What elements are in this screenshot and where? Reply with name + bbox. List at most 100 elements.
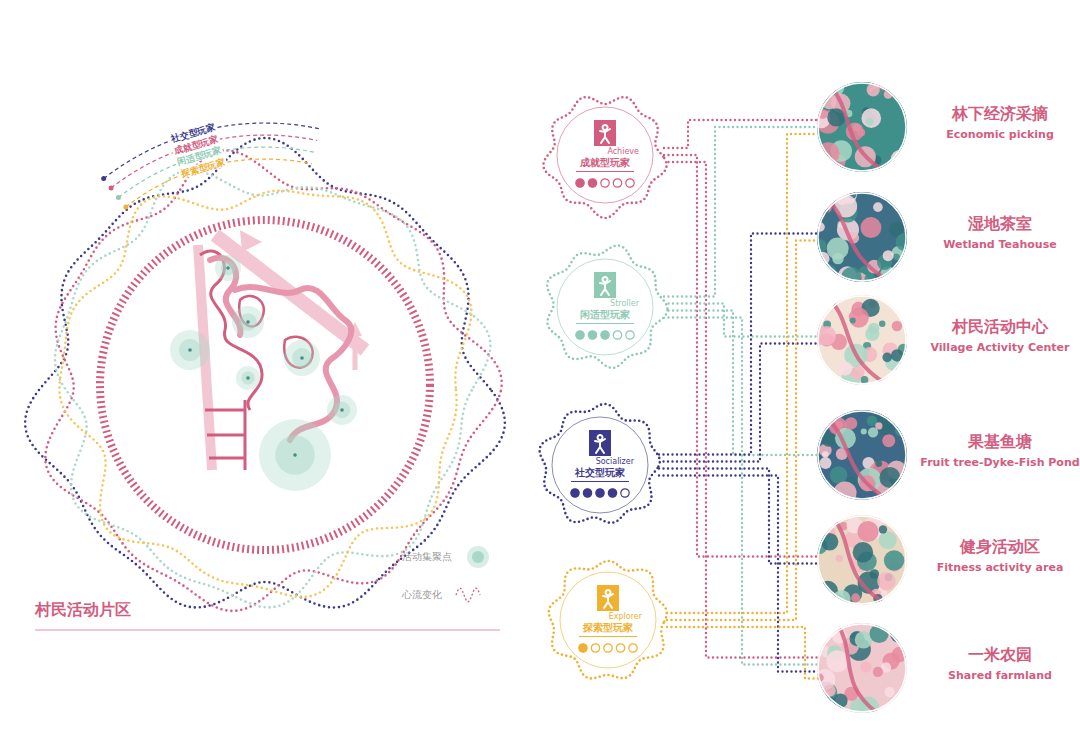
tree-blob (817, 142, 839, 164)
tree-blob (827, 238, 849, 260)
dotted-connector (664, 127, 817, 297)
activity-halo (259, 419, 331, 491)
site-name: 村民活动中心 (905, 315, 1080, 339)
legend-swatch (464, 545, 492, 569)
tree-blob (850, 318, 856, 324)
tree-blob (817, 87, 829, 106)
icon-ground (594, 120, 616, 146)
dotted-connector (664, 155, 817, 557)
player-outline (540, 404, 660, 523)
site-path (837, 623, 878, 713)
activity-dot (246, 320, 250, 324)
dotted-connector (659, 344, 817, 462)
dotted-connector (664, 304, 817, 337)
site-node: 湿地茶室Wetland Teahouse (817, 192, 907, 282)
activity-halo (241, 371, 254, 384)
activity-halo (170, 330, 210, 370)
activity-halo (239, 313, 257, 331)
level-dot (613, 331, 621, 339)
dotted-connector (659, 469, 817, 564)
player-english: Achieve (607, 147, 639, 156)
player-english: Socializer (596, 457, 634, 466)
tree-blob (896, 695, 907, 709)
activity-dot (300, 356, 304, 360)
site-english: Fitness activity area (905, 559, 1080, 577)
player-outline (547, 246, 667, 368)
tree-blob (894, 515, 907, 533)
level-dot (576, 179, 584, 187)
swatch-halo (467, 546, 489, 568)
icon-ground (589, 430, 611, 456)
tree-blob (851, 593, 860, 602)
activity-halo (236, 366, 260, 390)
site-illustration (817, 192, 907, 282)
level-dot (588, 331, 596, 339)
dotted-connector (664, 318, 817, 665)
tree-blob (873, 667, 883, 677)
level-dot (601, 331, 609, 339)
ring-label-arcs (101, 123, 319, 209)
site-illustration (817, 410, 907, 500)
site-path (827, 82, 886, 172)
player-outline (543, 97, 666, 218)
player-outline (549, 561, 667, 678)
level-dot (588, 179, 596, 187)
site-rim (818, 296, 906, 384)
tree-blob (879, 525, 887, 533)
activity-halo (215, 255, 241, 281)
level-dots (573, 328, 637, 342)
site-boundary (100, 220, 430, 550)
player-name: 成就型玩家 (576, 156, 634, 172)
icon-ground (594, 272, 616, 298)
site-english: Shared farmland (905, 667, 1080, 685)
site-image (817, 515, 907, 605)
player-type-node: Explorer探索型玩家 (544, 556, 672, 684)
site-english: Wetland Teahouse (905, 236, 1080, 254)
swatch-core (472, 551, 484, 563)
player-icon (597, 585, 619, 611)
tree-blob (883, 250, 894, 261)
legend-row: 心流变化 (402, 583, 482, 607)
level-dots (573, 176, 637, 190)
site-english: Village Activity Center (905, 339, 1080, 357)
level-dot (583, 489, 591, 497)
dotted-connector (667, 134, 818, 613)
activity-halo (327, 395, 357, 425)
level-dot (576, 331, 584, 339)
tree-blob (897, 623, 907, 630)
site-image (817, 192, 907, 282)
site-node: 健身活动区Fitness activity area (817, 515, 907, 605)
ring-dot (109, 185, 114, 190)
level-dot (626, 331, 634, 339)
icon-ground (597, 585, 619, 611)
flow-ring (25, 138, 505, 607)
icon-figure (603, 590, 613, 608)
tree-blob (860, 661, 871, 672)
tree-blob (879, 467, 900, 488)
icon-figure (595, 435, 605, 453)
player-ring (557, 259, 653, 355)
level-dot (616, 644, 624, 652)
site-image (817, 295, 907, 385)
flow-ring (55, 170, 490, 607)
site-name: 健身活动区 (905, 535, 1080, 559)
tree-blob (893, 254, 900, 261)
legend-wave (454, 583, 482, 607)
player-ring (557, 107, 653, 203)
legend-text: 心流变化 (402, 588, 442, 602)
activity-halo (275, 435, 315, 475)
wavy-outline (541, 243, 669, 371)
site-ground (817, 515, 907, 605)
tree-blob (861, 108, 881, 128)
tree-blob (830, 466, 847, 483)
tree-blob (892, 321, 902, 331)
activity-dot (246, 376, 250, 380)
tree-blob (857, 521, 878, 542)
site-path (831, 515, 888, 605)
flow-rings (25, 138, 505, 611)
site-illustration (817, 515, 907, 605)
site-rim (818, 624, 906, 712)
activity-dot (293, 453, 297, 457)
tree-blob (899, 413, 907, 427)
